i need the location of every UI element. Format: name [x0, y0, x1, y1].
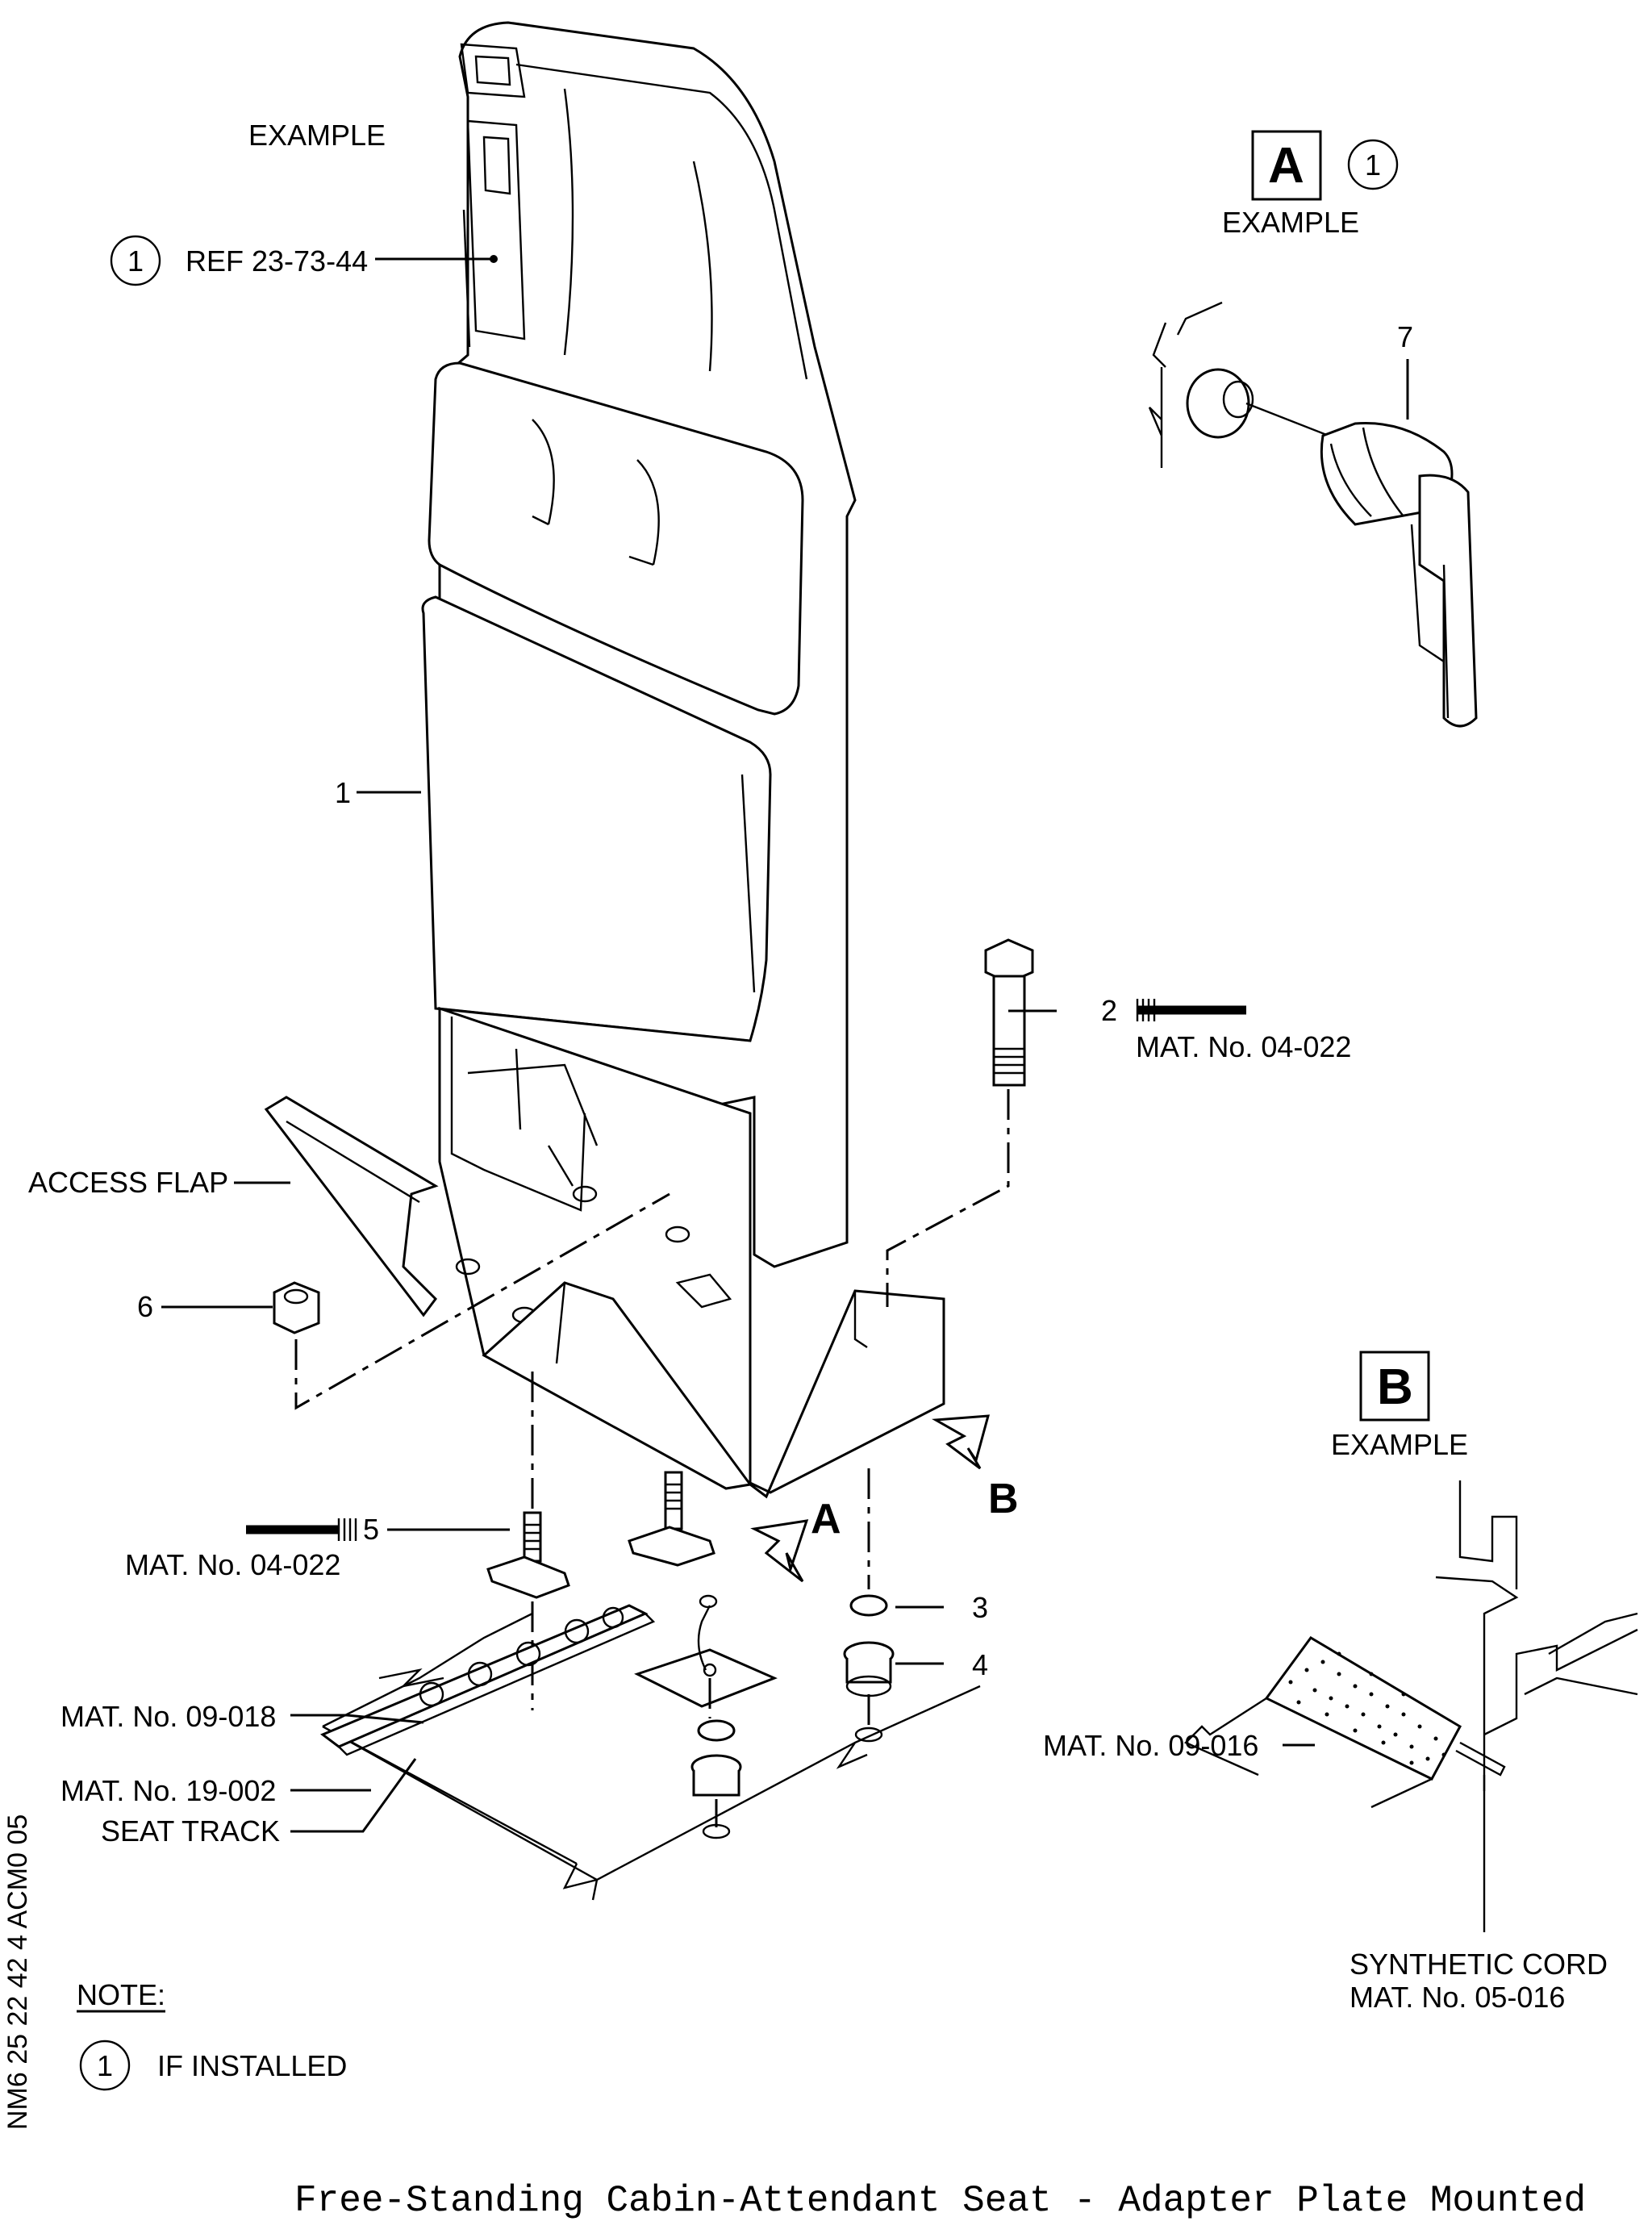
lock-cylinder: [1320, 421, 1478, 728]
detail-a-lock: [1148, 301, 1478, 728]
bolt-axis: [886, 1089, 1010, 1307]
stud-right: [628, 1471, 715, 1567]
detail-a-letter: A: [1268, 138, 1304, 194]
mat-05-016-label: MAT. No. 05-016: [1350, 1981, 1565, 2014]
washer: [849, 1594, 888, 1617]
access-flap-label: ACCESS FLAP: [28, 1166, 228, 1199]
bushing: [843, 1641, 895, 1697]
note-text: IF INSTALLED: [157, 2049, 347, 2082]
detail-b-letter: B: [1377, 1359, 1413, 1415]
mat-09-018-label: MAT. No. 09-018: [60, 1700, 276, 1733]
stud-left: [486, 1511, 570, 1599]
detail-a-callout-number: 1: [1365, 148, 1381, 182]
hex-nut: [273, 1281, 320, 1334]
access-flap: [264, 1096, 439, 1317]
hardware: [273, 938, 1034, 1839]
mat-19-002-label: MAT. No. 19-002: [60, 1774, 276, 1807]
labels: EXAMPLE 1 REF 23-73-44 1 2 MAT. No. 04-0…: [2, 119, 1608, 2222]
felt-strip: [1264, 1636, 1462, 1781]
item-4-label: 4: [972, 1648, 988, 1681]
seat-assembly: [264, 21, 945, 1499]
detail-a-example: EXAMPLE: [1222, 206, 1359, 239]
leader-lines: [161, 255, 1409, 1833]
floor-panel: [320, 1604, 981, 1901]
item-2-label: 2: [1101, 994, 1117, 1027]
detail-b-example: EXAMPLE: [1331, 1428, 1468, 1461]
ref-label: REF 23-73-44: [186, 244, 368, 278]
item-3-label: 3: [972, 1591, 988, 1624]
brush-icon-upper: [1136, 999, 1246, 1021]
item-6-label: 6: [137, 1290, 153, 1323]
note-heading: NOTE:: [77, 1978, 165, 2011]
nut-axis: [294, 1192, 670, 1410]
seat-pillow: [428, 361, 804, 716]
brush-icon-lower: [246, 1518, 357, 1541]
arrow-a-letter: A: [811, 1496, 841, 1543]
item-7-label: 7: [1397, 320, 1413, 353]
ref-callout-number: 1: [127, 244, 144, 278]
mat-04-022-lower: MAT. No. 04-022: [125, 1548, 340, 1581]
adapter-plate: [634, 1594, 778, 1718]
note-callout-number: 1: [97, 2049, 113, 2082]
item-1-label: 1: [335, 776, 351, 809]
mat-09-016-label: MAT. No. 09-016: [1043, 1729, 1258, 1762]
mat-04-022-upper: MAT. No. 04-022: [1136, 1030, 1351, 1063]
detail-b-cord: [1183, 1480, 1638, 1932]
view-arrow-a: [750, 1519, 809, 1583]
item-5-label: 5: [363, 1513, 379, 1546]
side-code: NM6 25 22 42 4 ACM0 05: [2, 1814, 33, 2130]
arrow-b-letter: B: [988, 1476, 1019, 1522]
example-label-main: EXAMPLE: [248, 119, 386, 152]
figure-caption: Free-Standing Cabin-Attendant Seat - Ada…: [294, 2180, 1586, 2222]
bolt: [984, 938, 1034, 1087]
synthetic-cord-label: SYNTHETIC CORD: [1350, 1948, 1608, 1981]
seat-pan: [421, 595, 772, 1042]
seat-track: [320, 1604, 649, 1748]
seat-track-label: SEAT TRACK: [101, 1814, 280, 1848]
view-arrow-b: [932, 1414, 991, 1470]
